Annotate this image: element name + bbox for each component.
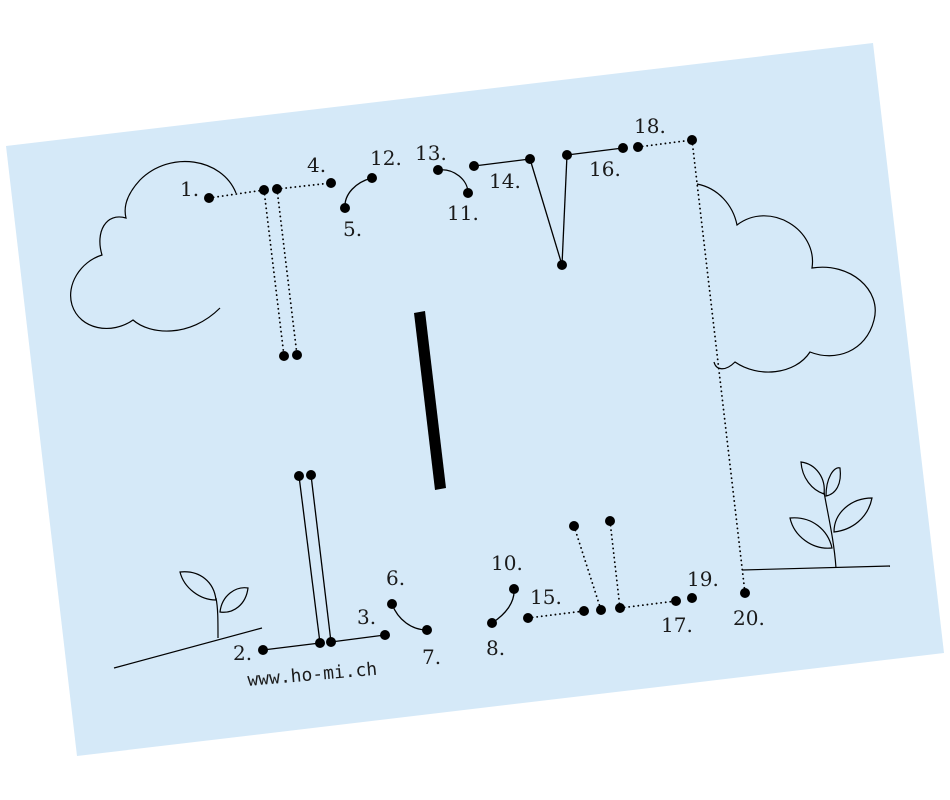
connect-dots [204, 135, 750, 655]
label-7: 7. [422, 645, 441, 669]
label-20: 20. [733, 606, 765, 630]
paper-sheet [6, 43, 944, 756]
label-13: 13. [415, 141, 447, 165]
dotted-lines [208, 139, 746, 619]
sprout-left-icon [113, 571, 263, 669]
cloud-right-icon [696, 183, 876, 373]
label-19: 19. [687, 567, 719, 591]
label-6: 6. [386, 566, 405, 590]
plant-right-icon [741, 461, 891, 571]
cloud-left-icon [70, 160, 237, 332]
number-labels: 1. 2. 3. 4. 5. 6. 7. 8. 10. 11. 12. 13. … [180, 114, 765, 669]
label-1: 1. [180, 177, 199, 201]
label-16: 16. [589, 157, 621, 181]
solid-lines [262, 147, 624, 651]
label-2: 2. [233, 641, 252, 665]
label-12: 12. [370, 146, 402, 170]
label-8: 8. [486, 636, 505, 660]
label-18: 18. [634, 114, 666, 138]
label-10: 10. [491, 551, 523, 575]
label-15: 15. [530, 585, 562, 609]
center-bar [414, 311, 446, 490]
label-17: 17. [661, 613, 693, 637]
label-5: 5. [343, 217, 362, 241]
label-3: 3. [357, 605, 376, 629]
label-4: 4. [307, 153, 326, 177]
label-11: 11. [447, 201, 479, 225]
label-14: 14. [489, 169, 521, 193]
